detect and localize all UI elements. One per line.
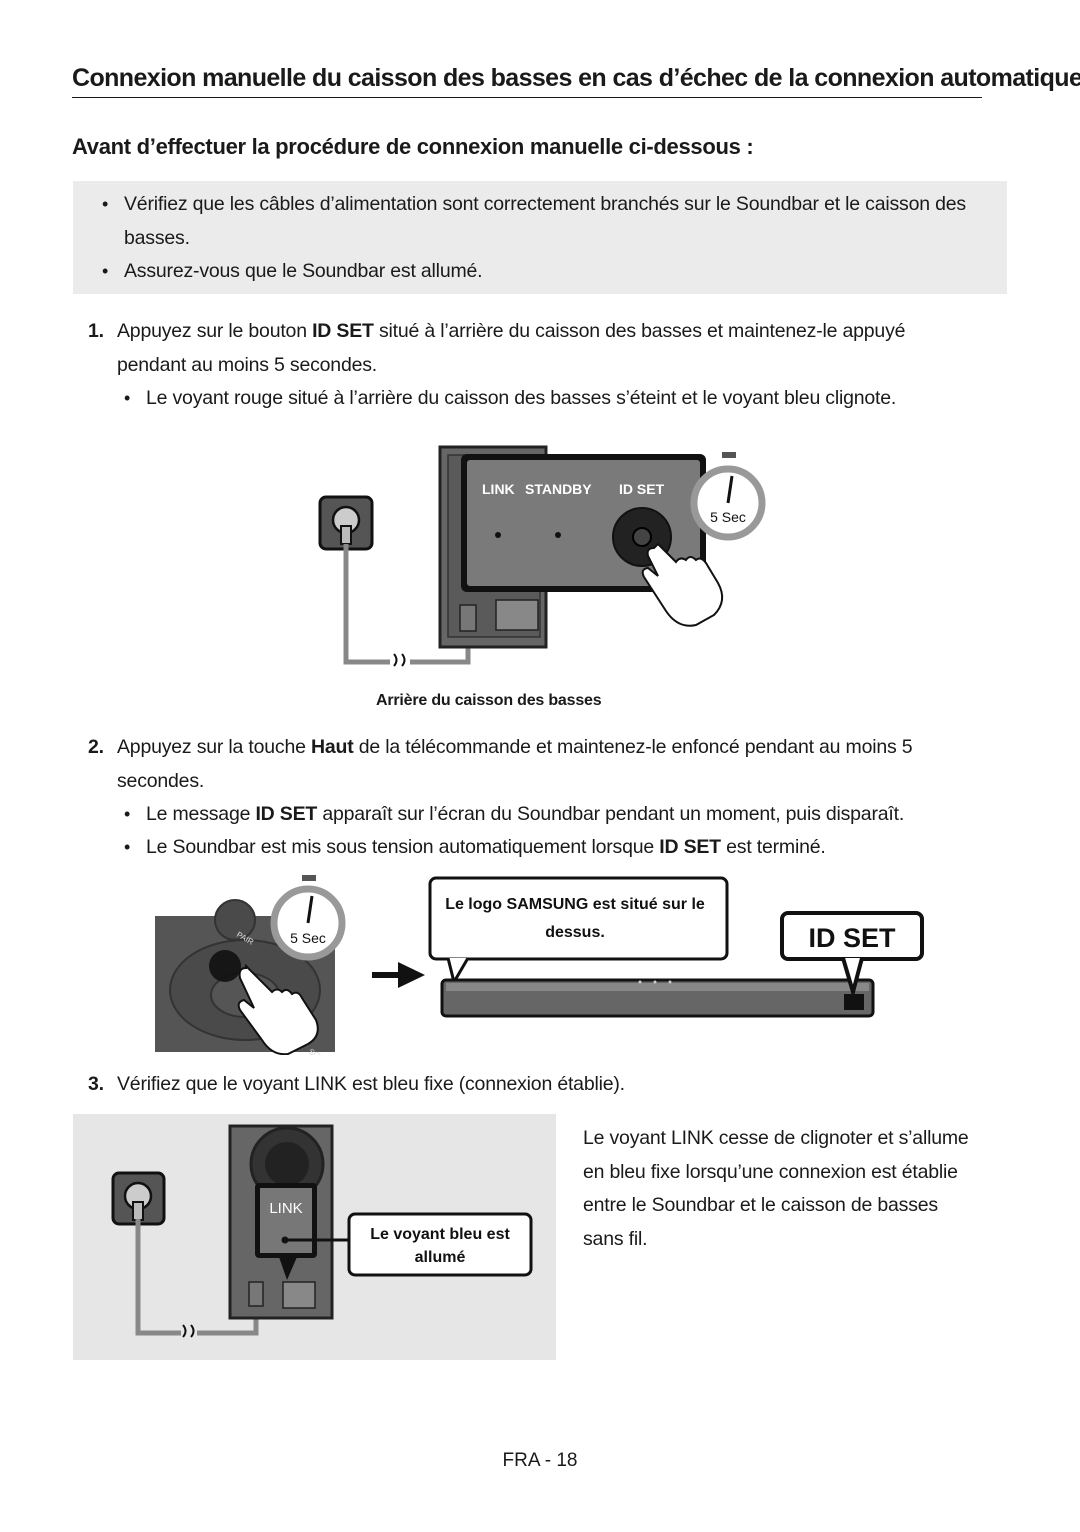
- step-number: 3.: [88, 1073, 104, 1095]
- wall-outlet-icon: [318, 495, 374, 551]
- label-link: LINK: [482, 481, 515, 497]
- side-note-line: entre le Soundbar et le caisson de basse…: [583, 1194, 938, 1216]
- remote-soundbar-figure: PAIR SOUND 5 Sec Le logo SAMSUNG est sit…: [155, 875, 924, 1055]
- subwoofer-panel-zoom: LINK STANDBY ID SET: [461, 454, 706, 592]
- side-note-line: Le voyant LINK cesse de clignoter et s’a…: [583, 1127, 969, 1149]
- up-button[interactable]: [209, 950, 241, 982]
- svg-text:5 Sec: 5 Sec: [710, 509, 746, 525]
- arrow-right-icon: [372, 962, 425, 988]
- link-led-figure: LINK Le voyant bleu est allumé: [111, 1124, 533, 1338]
- id-set-display-text: ID SET: [808, 923, 896, 953]
- subwoofer-back-figure: LINK STANDBY ID SET 5 Sec: [318, 445, 766, 667]
- svg-text:allumé: allumé: [415, 1249, 466, 1266]
- hand-icon: [237, 963, 319, 1055]
- svg-text:Le logo SAMSUNG est situé sur: Le logo SAMSUNG est situé sur le: [445, 896, 705, 913]
- samsung-logo-callout: Le logo SAMSUNG est situé sur le dessus.: [428, 876, 729, 986]
- section-title: Connexion manuelle du caisson des basses…: [72, 64, 1080, 98]
- side-note-line: sans fil.: [583, 1227, 648, 1250]
- step-number: 1.: [88, 320, 104, 342]
- section-subtitle: Avant d’effectuer la procédure de connex…: [72, 134, 754, 159]
- link-panel-zoom: LINK: [255, 1183, 350, 1280]
- label-idset: ID SET: [619, 481, 665, 497]
- link-led: [281, 1236, 289, 1244]
- wall-outlet-icon: [111, 1171, 166, 1226]
- stopwatch-icon: 5 Sec: [690, 452, 766, 541]
- svg-text:Le voyant bleu est: Le voyant bleu est: [370, 1226, 510, 1243]
- step3-text: Vérifiez que le voyant LINK est bleu fix…: [117, 1073, 625, 1095]
- side-note: Le voyant LINK cesse de clignoter et s’a…: [583, 1122, 1023, 1256]
- step-number: 2.: [88, 736, 104, 758]
- step2-bullet: Le Soundbar est mis sous tension automat…: [124, 831, 1006, 865]
- step1-text: Appuyez sur le bouton ID SET situé à l’a…: [117, 320, 906, 376]
- side-note-line: en bleu fixe lorsqu’une connexion est ét…: [583, 1160, 958, 1183]
- prerequisite-item: Assurez-vous que le Soundbar est allumé.: [102, 255, 994, 289]
- standby-led: [555, 532, 561, 538]
- label-standby: STANDBY: [525, 481, 592, 497]
- subwoofer-body: [228, 1124, 334, 1320]
- soundbar-display: [844, 994, 864, 1010]
- hand-icon: [641, 542, 724, 627]
- step1-bullet: Le voyant rouge situé à l’arrière du cai…: [124, 382, 1006, 416]
- label-link: LINK: [269, 1200, 302, 1217]
- prerequisite-item: Vérifiez que les câbles d’alimentation s…: [102, 188, 994, 255]
- blue-led-callout: Le voyant bleu est allumé: [347, 1212, 533, 1277]
- soundbar: [440, 978, 875, 1018]
- link-led: [495, 532, 501, 538]
- svg-text:dessus.: dessus.: [545, 924, 605, 941]
- id-set-display-callout: ID SET: [780, 911, 924, 1000]
- step2-text: Appuyez sur la touche Haut de la télécom…: [117, 736, 913, 792]
- step2-bullet: Le message ID SET apparaît sur l’écran d…: [124, 798, 1006, 832]
- page-number: FRA - 18: [502, 1450, 578, 1471]
- figure1-caption: Arrière du caisson des basses: [376, 692, 602, 709]
- svg-text:5 Sec: 5 Sec: [290, 930, 326, 946]
- stopwatch-icon: 5 Sec: [270, 875, 346, 961]
